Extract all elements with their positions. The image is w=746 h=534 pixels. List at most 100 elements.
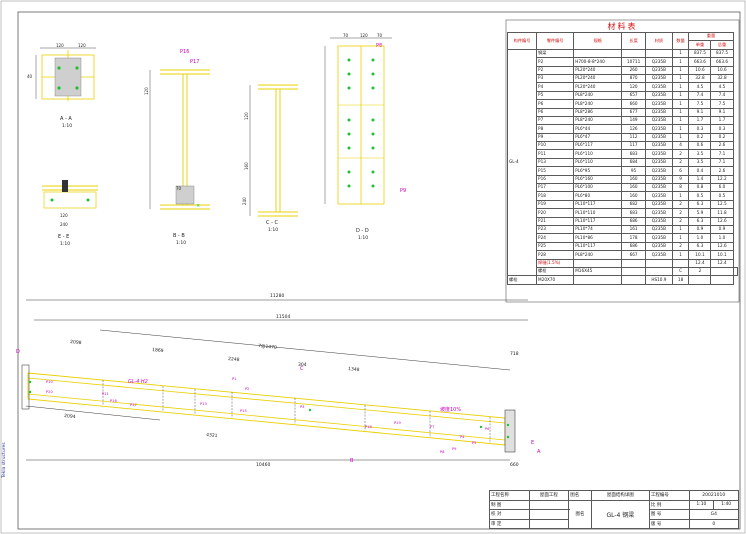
part-mark-6: P6 — [485, 427, 490, 431]
material-header-row: 构件编号 零件编号 规格 长度 材质 数量 重量 — [506, 31, 738, 50]
material-cell: 684 — [621, 157, 647, 168]
material-cell: P15 — [536, 166, 575, 176]
material-cell: PL10*117 — [573, 216, 623, 227]
part-mark-12: P13 — [200, 402, 207, 406]
material-cell: 0.9 — [688, 224, 712, 235]
bolt-spec-cell: M16X45 — [573, 266, 623, 277]
material-cell: Q235B — [645, 115, 673, 126]
tb-drawing-title: GL-4 钢梁 — [590, 499, 650, 530]
part-mark-3: P3 — [300, 405, 304, 409]
material-cell: 12.5 — [710, 199, 734, 210]
material-cell: PL8*240 — [573, 90, 623, 101]
aa-title: A - A — [60, 116, 72, 122]
material-cell: 7.1 — [710, 157, 734, 168]
header-material: 材质 — [645, 32, 673, 50]
material-cell: P3 — [536, 73, 575, 84]
material-cell: 2 — [671, 208, 690, 218]
material-cell: Q235B — [645, 199, 673, 210]
material-cell: 1 — [671, 250, 690, 260]
material-cell: 7.5 — [688, 99, 712, 109]
material-cell: 9 — [671, 174, 690, 185]
material-cell: 6 — [671, 166, 690, 176]
section-mark-c: C — [300, 366, 304, 372]
svg-text:×: × — [196, 203, 200, 209]
dim-seg-2: 1869 — [152, 347, 164, 354]
dim-bottom-1: 2094 — [64, 413, 76, 420]
view-ee: 120 240 E - E 1:10 — [42, 180, 98, 247]
material-cell: 1.4 — [688, 174, 712, 185]
weld-label-cell: 焊缝(1.5%) — [536, 258, 575, 268]
material-cell: 12.6 — [710, 241, 734, 252]
material-cell: 10.6 — [710, 65, 734, 75]
material-cell: Q235B — [645, 250, 673, 260]
material-cell: 160 — [621, 174, 647, 185]
material-cell: 260 — [621, 65, 647, 75]
part-mark-8: P8 — [440, 450, 445, 454]
dim-bottom-2: 4321 — [206, 432, 218, 439]
material-cell: Q235B — [645, 73, 673, 84]
part-mark-10: P10 — [46, 380, 53, 384]
material-cell: Q235B — [645, 224, 673, 235]
material-cell: 683 — [621, 208, 647, 218]
cc-dim-3: 240 — [242, 197, 247, 205]
material-cell: PL20*240 — [573, 73, 623, 84]
cc-scale: 1:10 — [268, 227, 278, 233]
material-cell: 9.1 — [688, 107, 712, 117]
bb-title: B - B — [173, 233, 185, 239]
bb-mark-2: P17 — [190, 59, 199, 65]
inner-frame — [17, 11, 741, 530]
tb-sheet-label: 图 号 — [648, 509, 690, 520]
material-cell: 667 — [621, 250, 647, 260]
material-cell: 2 — [671, 241, 690, 252]
material-cell: 1 — [671, 115, 690, 126]
material-cell: 2.6 — [710, 166, 734, 176]
tb-drawing-name: 屋面结构详图 — [590, 490, 650, 501]
view-bb: P16 P17 × 120 70 B - B 1:10 — [144, 49, 210, 246]
material-cell: P13 — [536, 157, 575, 168]
member-row: GL-4 钢梁 1 837.5 837.5 — [506, 48, 738, 277]
bb-mark-1: P16 — [180, 49, 189, 55]
header-length: 长度 — [621, 32, 647, 50]
material-cell: 663.6 — [688, 57, 712, 67]
tb-review-label: 审 定 — [489, 518, 530, 530]
material-cell: 0.3 — [710, 124, 734, 134]
tb-name-label: 图名 — [568, 499, 592, 530]
material-cell: 7.4 — [688, 90, 712, 101]
member-no-cell: GL-4 — [506, 48, 538, 277]
material-cell: PL6*47 — [573, 132, 623, 143]
software-stamp: Tekla structures — [2, 442, 7, 478]
tb-scale-label: 比 例 — [648, 499, 690, 511]
part-mark-11: P11 — [102, 392, 109, 396]
dd-mark-2: P9 — [400, 188, 406, 194]
material-cell: Q235B — [645, 99, 673, 109]
material-cell: P4 — [536, 82, 575, 92]
weld-unit-cell: 12.4 — [688, 258, 712, 268]
material-cell: Q235B — [645, 233, 673, 243]
material-table-title: 材料表 — [607, 22, 638, 31]
material-cell: P18 — [536, 191, 575, 201]
material-cell: 120 — [621, 82, 647, 92]
tb-project-label: 工程名称 — [489, 490, 530, 501]
tb-check-label: 校 对 — [489, 509, 530, 520]
material-cell: PL6*80 — [573, 191, 623, 201]
bolt-spec-cell: M20X70 — [536, 275, 575, 285]
member-qty-cell: 1 — [671, 48, 690, 59]
header-spec: 规格 — [573, 32, 623, 50]
beam-elevation: 11280 11504 7@1470 2098 1869 2248 304 13… — [16, 293, 541, 468]
material-cell: 161 — [621, 224, 647, 235]
cc-dim-1: 120 — [244, 112, 249, 120]
material-cell: P6 — [536, 107, 575, 117]
view-cc: 120 160 240 C - C 1:10 — [242, 84, 298, 233]
material-cell: 0.4 — [688, 166, 712, 176]
material-cell: PL8*240 — [573, 250, 623, 260]
